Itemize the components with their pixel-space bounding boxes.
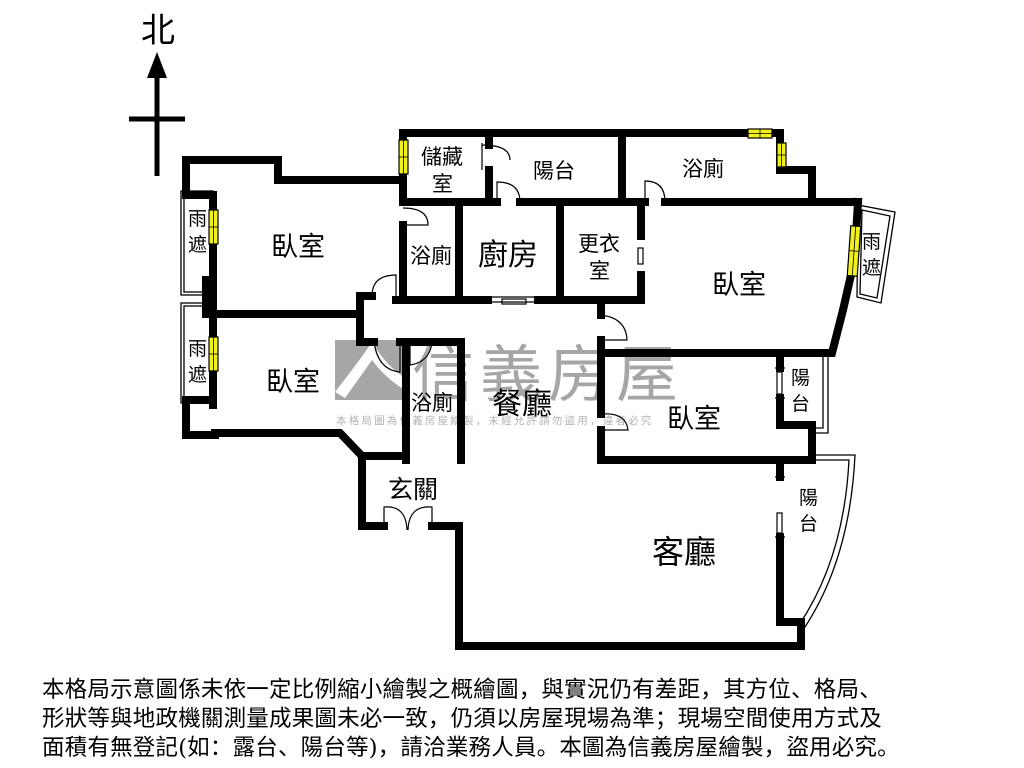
storage-door-icon bbox=[481, 143, 511, 170]
kitchen-door-icon bbox=[496, 181, 521, 203]
label-rain-shelter-3a: 雨 bbox=[862, 231, 881, 253]
bath-center-door-icon bbox=[409, 341, 433, 366]
label-balcony-north: 陽台 bbox=[533, 159, 575, 183]
label-balcony-e2b: 台 bbox=[799, 513, 818, 535]
label-rain-shelter-1b: 遮 bbox=[188, 234, 207, 256]
closet-window-icon bbox=[637, 247, 644, 265]
bedroom-e-window-icon bbox=[776, 371, 783, 395]
label-storage-1: 儲藏 bbox=[421, 145, 463, 169]
bedroom-e-door-icon bbox=[600, 413, 629, 431]
doors bbox=[371, 143, 785, 538]
disclaimer-line: 本格局示意圖係未依一定比例縮小繪製之概繪圖，與實況仍有差距，其方位、格局、 bbox=[42, 677, 882, 703]
label-bath-center-top: 浴廁 bbox=[410, 244, 452, 268]
label-rain-shelter-1a: 雨 bbox=[188, 208, 207, 230]
bedroom-ne-door-icon bbox=[600, 314, 628, 341]
brand-logo-icon bbox=[335, 340, 405, 400]
watermark-notice: 本格局圖為信義房屋繪製，未經允許請勿盜用，違者必究 bbox=[336, 414, 654, 427]
label-bedroom-ne: 臥室 bbox=[712, 270, 766, 301]
label-living: 客廳 bbox=[652, 533, 716, 571]
north-label: 北 bbox=[141, 11, 175, 51]
window-icon bbox=[208, 336, 219, 372]
entrance-double-door-icon bbox=[383, 506, 433, 531]
disclaimer-line: 形狀等與地政機關測量成果圖未必一致，仍須以房屋現場為準；現場空間使用方式及 bbox=[42, 706, 882, 732]
shaft-icon bbox=[207, 284, 214, 311]
bedroom-nw-door-icon bbox=[371, 274, 397, 300]
window-icon bbox=[208, 209, 219, 245]
label-bedroom-e: 臥室 bbox=[667, 404, 721, 435]
disclaimer: 本格局示意圖係未依一定比例縮小繪製之概繪圖，與實況仍有差距，其方位、格局、 形狀… bbox=[42, 676, 1002, 763]
label-dining: 餐廳 bbox=[492, 387, 552, 422]
label-rain-shelter-3b: 遮 bbox=[862, 257, 881, 279]
label-rain-shelter-2b: 遮 bbox=[188, 364, 207, 386]
bath-top-door-icon bbox=[402, 207, 429, 226]
bedroom-w-door-icon bbox=[373, 341, 401, 373]
label-bedroom-nw: 臥室 bbox=[271, 232, 325, 263]
north-arrow-icon bbox=[129, 52, 185, 176]
living-window-icon bbox=[776, 512, 783, 534]
kitchen-sliding-window-icon bbox=[488, 296, 538, 305]
window-icon bbox=[846, 225, 862, 277]
window-icon bbox=[747, 128, 773, 139]
label-rain-shelter-2a: 雨 bbox=[188, 338, 207, 360]
compass: 北 bbox=[129, 11, 185, 176]
label-bedroom-w: 臥室 bbox=[266, 367, 320, 398]
room-labels: 儲藏 室 陽台 浴廁 浴廁 廚房 更衣 室 臥室 臥室 臥室 臥室 浴廁 餐廳 … bbox=[188, 145, 881, 571]
disclaimer-line: 面積有無登記(如：露台、陽台等)，請洽業務人員。本圖為信義房屋繪製，盜用必究。 bbox=[42, 735, 900, 761]
walls bbox=[182, 129, 863, 650]
label-balcony-e1a: 陽 bbox=[791, 367, 810, 389]
label-foyer: 玄關 bbox=[388, 475, 438, 504]
windows bbox=[208, 128, 862, 372]
label-closet-1: 更衣 bbox=[578, 232, 620, 256]
label-balcony-e1b: 台 bbox=[791, 393, 810, 415]
ne-bath-door-icon bbox=[644, 180, 666, 203]
watermark: 信義房屋 本格局圖為信義房屋繪製，未經允許請勿盜用，違者必究 bbox=[335, 338, 678, 427]
label-bath-center: 浴廁 bbox=[411, 391, 453, 415]
label-balcony-e2a: 陽 bbox=[799, 487, 818, 509]
label-closet-2: 室 bbox=[589, 259, 610, 283]
label-kitchen: 廚房 bbox=[478, 238, 538, 273]
label-storage-2: 室 bbox=[432, 172, 453, 196]
window-icon bbox=[776, 142, 787, 168]
label-bath-northeast: 浴廁 bbox=[682, 157, 724, 181]
floor-plan: 北 信義房屋 本格局圖為信義房屋繪製，未經允許請勿盜用，違者必究 bbox=[129, 11, 896, 650]
window-icon bbox=[398, 139, 409, 175]
